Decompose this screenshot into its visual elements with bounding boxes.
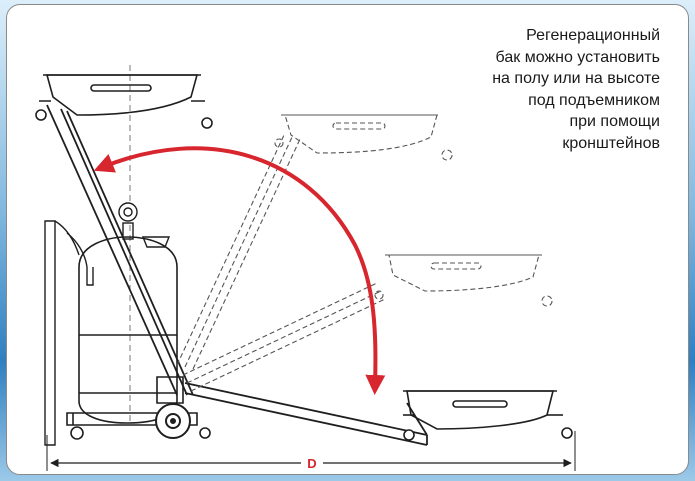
caption-text: Регенерационный бак можно установить на …	[492, 27, 660, 152]
dimension-line-d: D	[46, 431, 576, 471]
caster-wheel-left	[70, 413, 84, 440]
dimension-label: D	[307, 456, 316, 471]
pressure-gauge	[118, 202, 171, 248]
boom-ghost-upper	[176, 114, 453, 370]
tray-raised	[35, 74, 213, 129]
diagram-card: Регенерационный бак можно установить на …	[6, 4, 689, 475]
rotation-arrow	[93, 146, 386, 395]
tray-lowered	[403, 390, 573, 441]
caster-wheel-front	[199, 427, 211, 439]
wall-panel	[44, 220, 80, 446]
main-wheel	[155, 403, 191, 439]
oil-tank	[66, 232, 178, 424]
equipment-drawing: D	[35, 65, 576, 471]
boom-lowered	[184, 382, 428, 446]
